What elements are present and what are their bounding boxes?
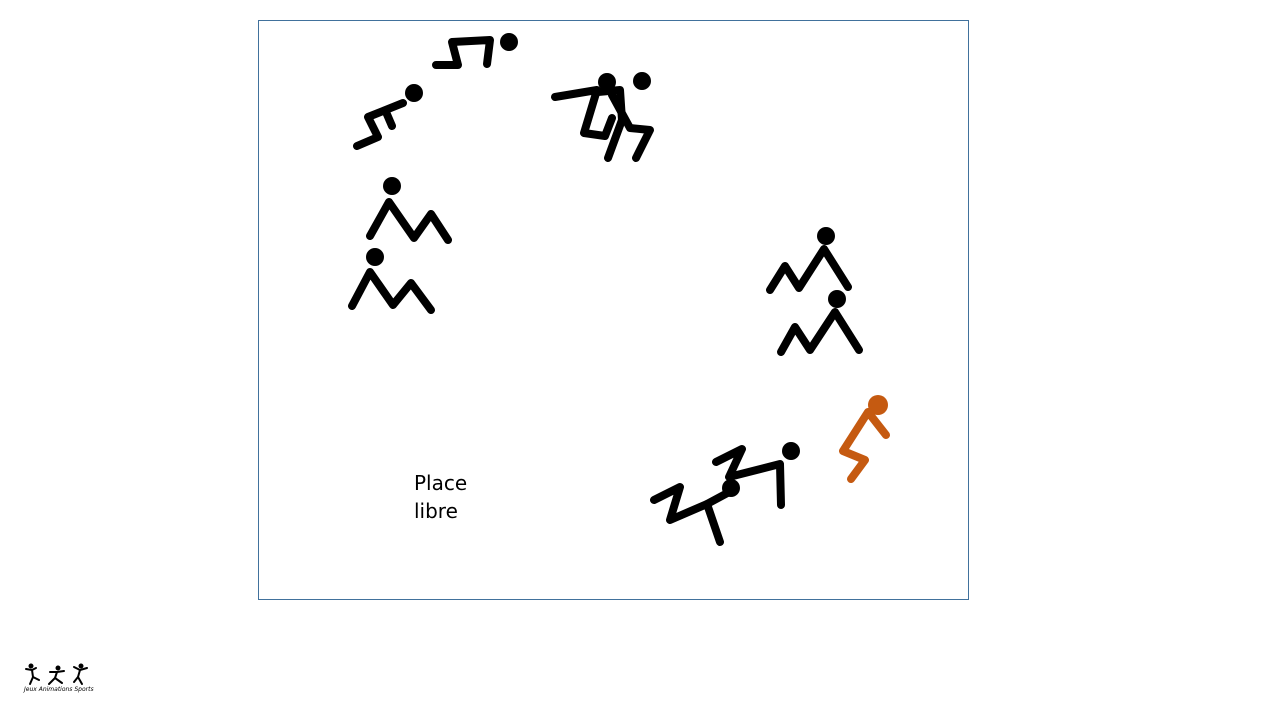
three-athletes-logo-icon [25, 663, 88, 685]
free-place-label-line2: libre [414, 499, 458, 523]
player-crouching-icon [353, 84, 423, 150]
free-place-label: Place libre [414, 469, 467, 525]
player-sitting-icon [366, 177, 452, 244]
player-sitting-icon [348, 248, 435, 314]
player-pair-leaping-icon [551, 72, 654, 162]
player-sitting-icon [766, 227, 852, 294]
free-place-label-line1: Place [414, 471, 468, 495]
player-sitting-icon [777, 290, 863, 356]
highlighted-player-icon [839, 395, 890, 483]
logo-text: Jeux Animations Sports [24, 686, 94, 693]
player-pair-diving-icon [650, 442, 800, 546]
player-on-all-fours-icon [432, 33, 518, 69]
